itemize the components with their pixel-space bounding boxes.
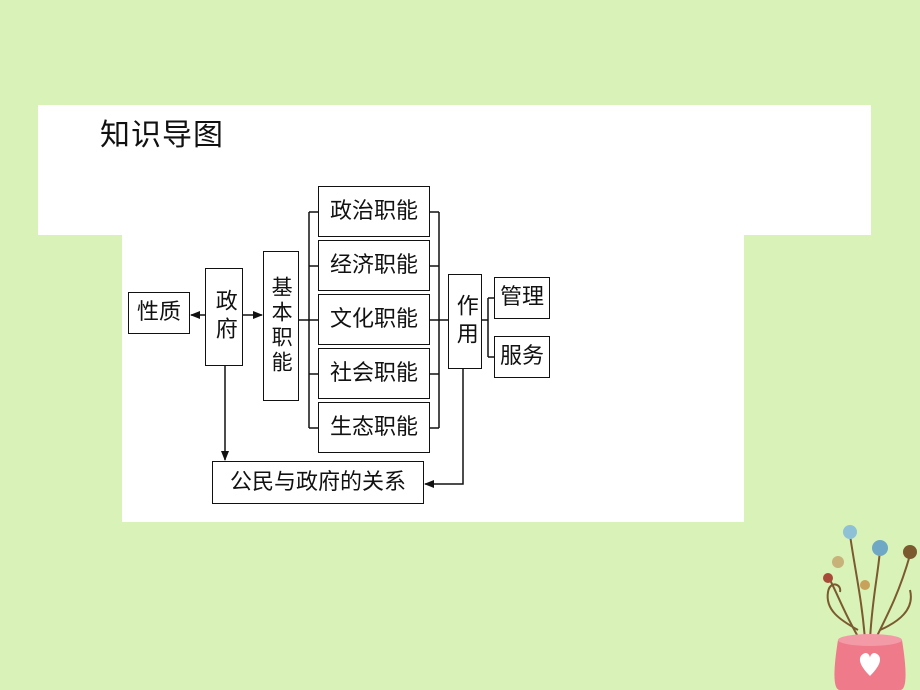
function-ecological-box: 生态职能 — [318, 402, 430, 453]
outcome-management-box: 管理 — [494, 277, 550, 319]
government-box: 政府 — [205, 268, 243, 366]
title-panel — [38, 105, 871, 235]
effect-box: 作用 — [448, 274, 482, 369]
page-title: 知识导图 — [100, 118, 224, 153]
relation-box: 公民与政府的关系 — [212, 461, 424, 504]
flower-vase-icon — [823, 525, 917, 690]
basic-functions-box: 基本职能 — [263, 251, 299, 401]
nature-box: 性质 — [128, 292, 190, 334]
function-social-box: 社会职能 — [318, 348, 430, 399]
outcome-service-box: 服务 — [494, 336, 550, 378]
function-cultural-box: 文化职能 — [318, 294, 430, 345]
function-political-box: 政治职能 — [318, 186, 430, 237]
function-economic-box: 经济职能 — [318, 240, 430, 291]
arrow-effect-to-relation — [424, 369, 464, 488]
